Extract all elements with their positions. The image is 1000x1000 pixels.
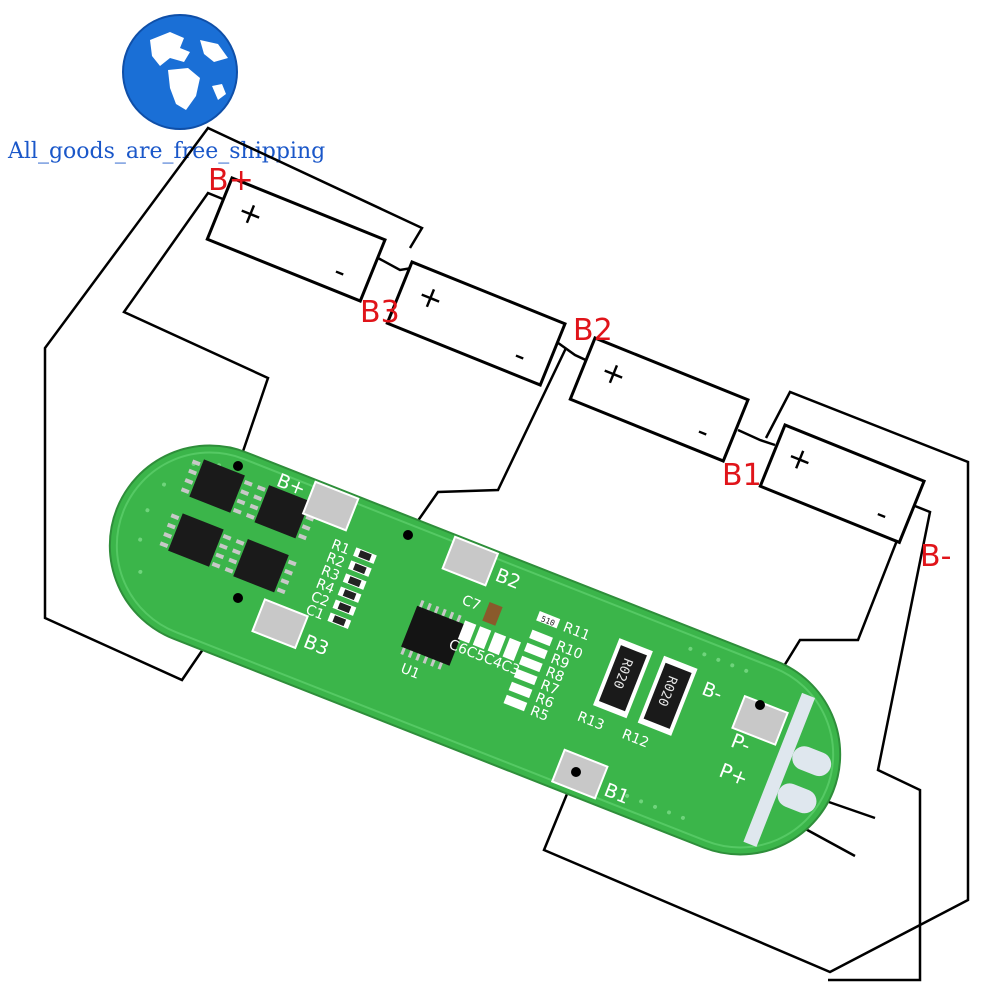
wire-b-minus-outer bbox=[828, 498, 932, 982]
svg-text:C2: C2 bbox=[308, 589, 331, 611]
mosfet-chips bbox=[159, 459, 318, 595]
svg-text:R2: R2 bbox=[324, 550, 347, 572]
cell-3: + - bbox=[568, 336, 750, 463]
svg-text:R6: R6 bbox=[533, 690, 556, 712]
cell-1: + - bbox=[205, 176, 387, 303]
svg-text:R4: R4 bbox=[314, 576, 337, 598]
pad-b3: B3 bbox=[251, 598, 332, 660]
resistor-column-left: R1 R2 R3 R4 C2 C1 bbox=[303, 537, 377, 629]
svg-text:R8: R8 bbox=[543, 664, 566, 686]
cell-4: + - bbox=[758, 423, 927, 545]
wiring bbox=[43, 126, 970, 982]
wire-b3-link bbox=[377, 256, 413, 272]
svg-text:R5: R5 bbox=[528, 703, 551, 725]
label-b2: B2 bbox=[573, 313, 613, 348]
svg-text:C7: C7 bbox=[460, 592, 483, 614]
svg-text:R3: R3 bbox=[319, 563, 342, 585]
svg-text:R7: R7 bbox=[538, 677, 561, 699]
sense-resistors: R020 R020 R13 R12 bbox=[575, 638, 698, 751]
ic-u1: U1 bbox=[398, 599, 466, 683]
wire-p-plus-lead bbox=[799, 824, 856, 858]
cell-2: + - bbox=[385, 260, 567, 387]
label-b-plus: B+ bbox=[208, 163, 254, 198]
wire-terminals bbox=[233, 461, 765, 777]
watermark-text: All_goods_are_free_shipping bbox=[7, 139, 325, 164]
wire-b1-link bbox=[737, 428, 776, 447]
svg-text:R1: R1 bbox=[329, 537, 352, 559]
globe-icon bbox=[122, 14, 238, 130]
wire-b2-pad bbox=[406, 347, 568, 536]
label-b1: B1 bbox=[722, 458, 762, 493]
label-b-minus: B- bbox=[920, 539, 951, 574]
label-b3: B3 bbox=[360, 295, 400, 330]
svg-text:C1: C1 bbox=[303, 602, 326, 624]
pcb-board: B+ B3 B2 B1 B- P- P+ R1 bbox=[108, 444, 842, 856]
wire-b1-pad bbox=[542, 390, 970, 974]
svg-text:R9: R9 bbox=[548, 651, 571, 673]
svg-text:U1: U1 bbox=[398, 661, 422, 683]
wire-b-plus-outer bbox=[43, 126, 424, 682]
wire-b-plus-pad bbox=[122, 191, 270, 467]
pad-b-plus: B+ bbox=[274, 470, 360, 532]
resistor-column-right: 510 R11 R10 R9 R8 R7 R6 R5 bbox=[503, 611, 592, 725]
